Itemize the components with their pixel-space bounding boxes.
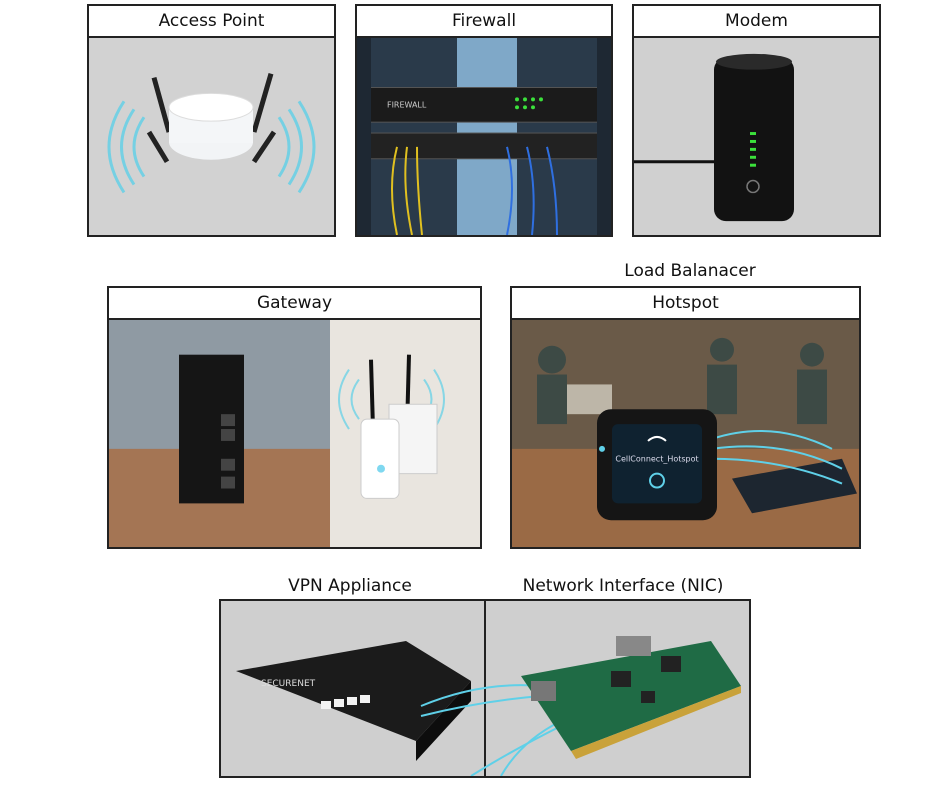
panel-gateway: Gateway [107, 286, 482, 549]
gateway-image [109, 320, 480, 547]
panel-firewall: Firewall FIREWALL [355, 4, 613, 237]
vpn-appliance-title: VPN Appliance [288, 576, 412, 596]
hotspot-image: CellConnect_Hotspot [512, 320, 859, 547]
access-point-image [89, 38, 334, 235]
firewall-image: FIREWALL [357, 38, 611, 235]
load-balancer-label: Load Balanacer [624, 261, 756, 281]
panel-hotspot: Hotspot CellConnect_Hotspot [510, 286, 861, 549]
firewall-device-label: FIREWALL [387, 100, 427, 109]
panel-modem: Modem [632, 4, 881, 237]
panel-title: Firewall [357, 6, 611, 38]
panel-vpn-nic: SECURENET [219, 599, 751, 778]
panel-access-point: Access Point [87, 4, 336, 237]
hotspot-screen-text: CellConnect_Hotspot [615, 455, 698, 464]
vpn-device-label: SECURENET [261, 679, 316, 689]
modem-image [634, 38, 879, 235]
nic-title: Network Interface (NIC) [522, 576, 724, 596]
panel-title: Access Point [89, 6, 334, 38]
panel-title: Modem [634, 6, 879, 38]
vpn-nic-image: SECURENET [221, 601, 749, 776]
panel-title: Gateway [109, 288, 480, 320]
panel-title: Hotspot [512, 288, 859, 320]
